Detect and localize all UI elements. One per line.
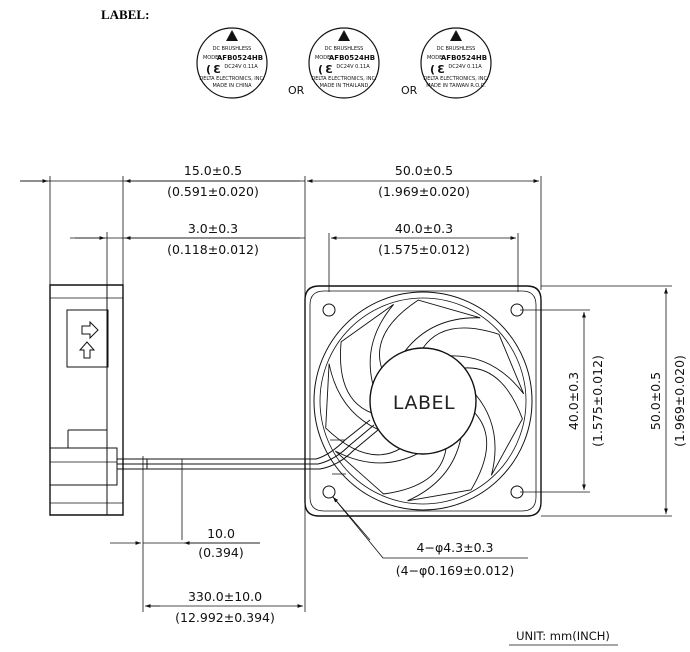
strip-in: (0.394) — [198, 545, 244, 560]
ce-mark-icon: ( Ɛ — [430, 63, 445, 76]
flange-in: (0.118±0.012) — [167, 242, 259, 257]
unit-text: UNIT: mm(INCH) — [516, 629, 610, 643]
fan-blade — [340, 304, 394, 414]
depth-in: (0.591±0.020) — [167, 184, 259, 199]
vertical-dimensions: 40.0±0.3 (1.575±0.012) 50.0±0.5 (1.969±0… — [520, 285, 687, 517]
fan-blade — [325, 363, 401, 456]
strip-dimension: 10.0 (0.394) — [110, 526, 260, 560]
seal-origin: MADE IN CHINA — [212, 83, 252, 89]
flange-mm: 3.0±0.3 — [188, 221, 238, 236]
seal-model-prefix: MODEL — [427, 55, 445, 61]
side-view: 15.0±0.5 (0.591±0.020) 3.0±0.3 (0.118±0.… — [20, 163, 305, 560]
lead-in: (12.992±0.394) — [175, 610, 275, 625]
depth-mm: 15.0±0.5 — [184, 163, 242, 178]
height-mm: 50.0±0.5 — [648, 372, 663, 430]
fan-blade — [407, 412, 488, 502]
height-in: (1.969±0.020) — [672, 355, 687, 447]
lead-mm: 330.0±10.0 — [188, 589, 262, 604]
hole-callout: 4−φ4.3±0.3 (4−φ0.169±0.012) — [332, 496, 528, 578]
seal-line1: DC BRUSHLESS — [213, 46, 252, 52]
v-hole-span-in: (1.575±0.012) — [590, 355, 605, 447]
fan-blade — [379, 299, 481, 369]
label-heading: LABEL: — [101, 7, 149, 22]
seal-model-prefix: MODEL — [203, 55, 221, 61]
or-text-1: OR — [288, 84, 305, 97]
ce-mark-icon: ( Ɛ — [318, 63, 333, 76]
fan-blade — [464, 367, 523, 476]
front-view: 50.0±0.5 (1.969±0.020) 40.0±0.3 (1.575±0… — [300, 163, 542, 517]
fan-blade — [335, 448, 447, 495]
hole-span-in: (1.575±0.012) — [378, 242, 470, 257]
seal-model: AFB0524HB — [329, 54, 375, 62]
seal-model-prefix: MODEL — [315, 55, 333, 61]
seal-model: AFB0524HB — [441, 54, 487, 62]
fan-blades — [325, 299, 525, 502]
seal-rating: DC24V 0.11A — [336, 64, 370, 70]
seal-maker: DELTA ELECTRONICS, INC. — [199, 76, 265, 82]
lead-dimension: 330.0±10.0 (12.992±0.394) — [142, 505, 306, 625]
width-in: (1.969±0.020) — [378, 184, 470, 199]
seal-line1: DC BRUSHLESS — [437, 46, 476, 52]
seal-origin: MADE IN THAILAND — [320, 83, 369, 89]
seal-maker: DELTA ELECTRONICS, INC. — [311, 76, 377, 82]
width-mm: 50.0±0.5 — [395, 163, 453, 178]
holes-in: (4−φ0.169±0.012) — [396, 563, 514, 578]
hub-label: LABEL — [393, 392, 455, 414]
ce-mark-icon: ( Ɛ — [206, 63, 221, 76]
seal-origin: MADE IN TAIWAN R.O.C. — [426, 83, 486, 89]
seal-rating: DC24V 0.11A — [448, 64, 482, 70]
strip-mm: 10.0 — [207, 526, 235, 541]
hole-span-mm: 40.0±0.3 — [395, 221, 453, 236]
v-hole-span-mm: 40.0±0.3 — [566, 372, 581, 430]
seal-maker: DELTA ELECTRONICS, INC. — [423, 76, 489, 82]
seal-model: AFB0524HB — [217, 54, 263, 62]
holes-mm: 4−φ4.3±0.3 — [417, 540, 494, 555]
seal-line1: DC BRUSHLESS — [325, 46, 364, 52]
seal-rating: DC24V 0.11A — [224, 64, 258, 70]
fan-blade — [422, 327, 525, 395]
or-text-2: OR — [401, 84, 418, 97]
